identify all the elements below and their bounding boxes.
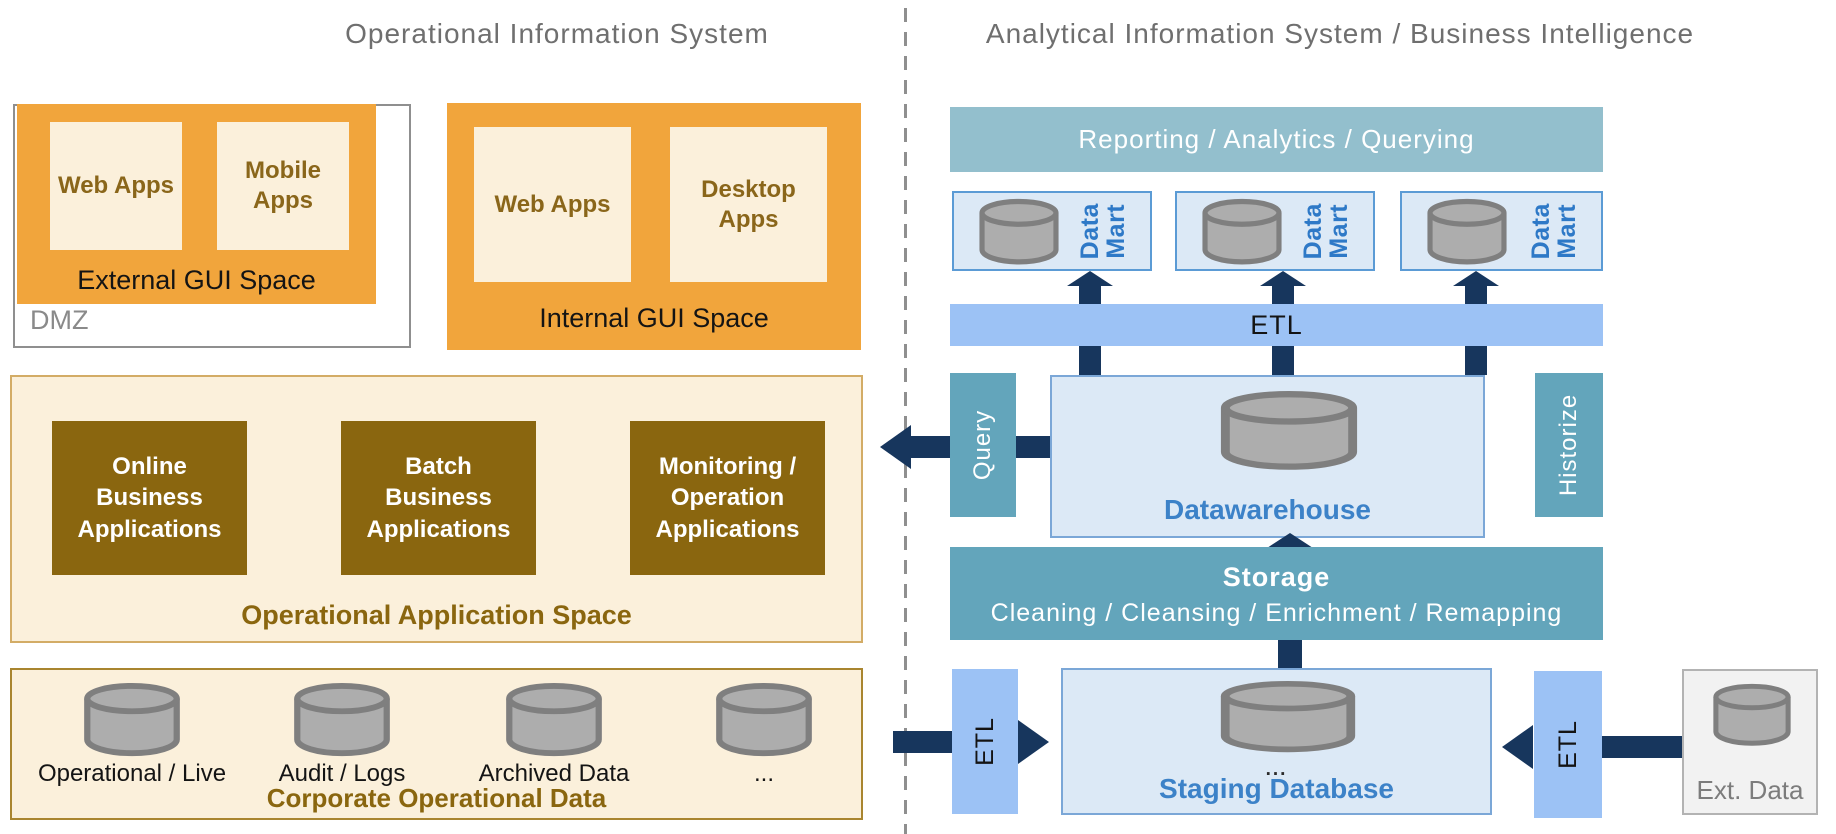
etl-bar: ETL [950, 304, 1603, 346]
mobile-apps-box: Mobile Apps [217, 122, 349, 250]
arrow-stem [1465, 285, 1487, 304]
reporting-analytics-querying-bar: Reporting / Analytics / Querying [950, 107, 1603, 172]
query-label: Query [969, 409, 997, 481]
ellipsis-label: ... [753, 760, 774, 787]
query-box: Query [950, 373, 1016, 517]
database-cylinder-icon [1215, 680, 1361, 756]
datawarehouse-label: Datawarehouse [1164, 494, 1371, 525]
operational-application-space-box: Online Business Applications Batch Busin… [10, 375, 863, 643]
staging-ellipsis: ... [1265, 758, 1288, 780]
data-mart-label: Data Mart [1075, 202, 1130, 260]
monitoring-operation-applications-box: Monitoring / Operation Applications [630, 421, 825, 575]
arrow-up-icon [1260, 271, 1306, 286]
storage-title: Storage [1222, 561, 1331, 592]
arrow-left-icon [880, 425, 911, 469]
arrow-right-icon [1018, 720, 1049, 764]
etl-right-box: ETL [1534, 671, 1602, 818]
arrow-stem [1079, 346, 1101, 375]
corporate-operational-data-caption: Corporate Operational Data [266, 782, 607, 813]
title-analytical-information-system: Analytical Information System / Business… [985, 18, 1695, 49]
corporate-operational-data-box: Operational / Live Audit / Logs Archived… [10, 668, 863, 820]
arrow-stem [1272, 346, 1294, 375]
etl-left-label: ETL [970, 717, 999, 766]
ext-data-box: Ext. Data [1682, 669, 1818, 815]
datawarehouse-box: Datawarehouse [1050, 375, 1485, 538]
arrow-left-icon [1502, 725, 1533, 769]
arrow-up-icon [1267, 533, 1313, 548]
operational-application-space-caption: Operational Application Space [241, 599, 632, 630]
staging-database-label: Staging Database [1159, 773, 1394, 804]
batch-business-applications-box: Batch Business Applications [341, 421, 536, 575]
arrow-stem [1278, 640, 1302, 668]
database-cylinder-icon [502, 682, 606, 760]
etl-bar-label: ETL [1250, 309, 1303, 340]
database-cylinder-icon [1199, 198, 1285, 268]
operational-live-label: Operational / Live [37, 760, 227, 787]
data-mart-box: Data Mart [1175, 191, 1375, 271]
dashed-divider-line [904, 8, 907, 834]
audit-logs-label: Audit / Logs [278, 760, 406, 787]
arrow-up-icon [1067, 271, 1113, 286]
data-mart-label: Data Mart [1526, 202, 1581, 260]
database-cylinder-icon [1424, 198, 1510, 268]
web-apps-box: Web Apps [50, 122, 182, 250]
arrow-stem [1602, 736, 1682, 758]
data-mart-label: Data Mart [1298, 202, 1353, 260]
arrow-stem [1272, 285, 1294, 304]
historize-box: Historize [1535, 373, 1603, 517]
database-cylinder-icon [80, 682, 184, 760]
dmz-label: DMZ [30, 305, 89, 335]
external-gui-space-caption: External GUI Space [77, 264, 316, 295]
internal-gui-space-box: Web Apps Desktop Apps Internal GUI Space [447, 103, 861, 350]
storage-subtitle: Cleaning / Cleansing / Enrichment / Rema… [990, 598, 1563, 627]
arrow-up-icon [1453, 271, 1499, 286]
database-cylinder-icon [290, 682, 394, 760]
archived-data-label: Archived Data [478, 760, 630, 787]
database-cylinder-icon [976, 198, 1062, 268]
reporting-bar-label: Reporting / Analytics / Querying [1078, 124, 1475, 154]
database-cylinder-icon [712, 682, 816, 760]
etl-left-box: ETL [952, 669, 1018, 814]
etl-right-label: ETL [1553, 720, 1582, 769]
database-cylinder-icon [1710, 683, 1794, 749]
title-operational-information-system: Operational Information System [345, 18, 769, 49]
historize-label: Historize [1555, 393, 1583, 497]
internal-gui-space-caption: Internal GUI Space [539, 302, 769, 333]
arrow-stem [1465, 346, 1487, 375]
web-apps-box: Web Apps [474, 127, 631, 282]
staging-database-box: ... Staging Database [1061, 668, 1492, 815]
arrow-stem [1079, 285, 1101, 304]
data-mart-box: Data Mart [1400, 191, 1603, 271]
data-mart-box: Data Mart [952, 191, 1152, 271]
storage-bar: Storage Cleaning / Cleansing / Enrichmen… [950, 547, 1603, 640]
desktop-apps-box: Desktop Apps [670, 127, 827, 282]
external-gui-space-box: Web Apps Mobile Apps External GUI Space [17, 104, 376, 304]
database-cylinder-icon [1215, 390, 1363, 474]
ext-data-label: Ext. Data [1696, 774, 1804, 805]
online-business-applications-box: Online Business Applications [52, 421, 247, 575]
